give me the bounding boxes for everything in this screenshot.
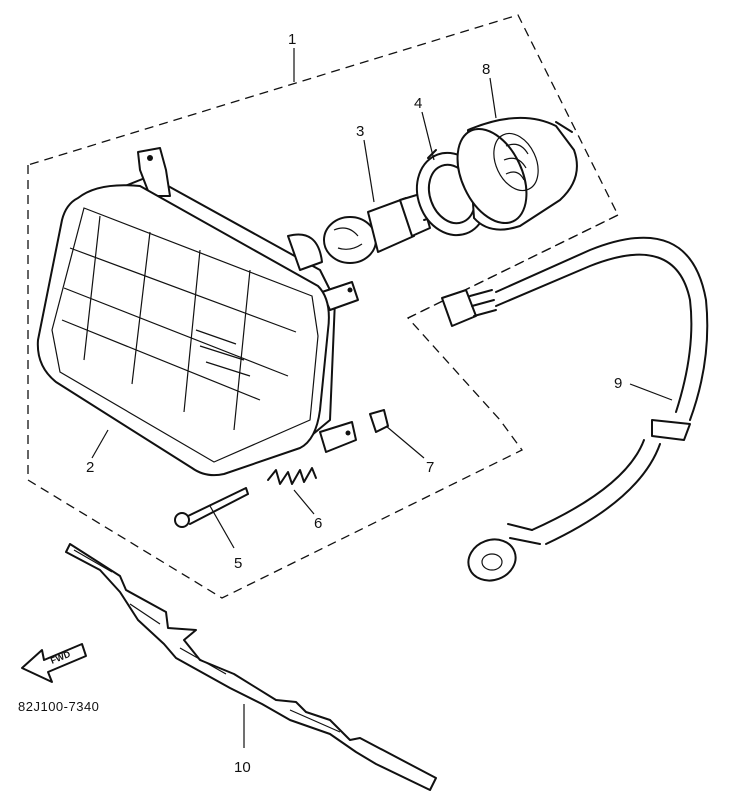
callout-3: 3 (356, 123, 364, 140)
bracket (65, 543, 437, 791)
callout-10: 10 (234, 759, 251, 776)
leader-lines (91, 48, 673, 748)
headlight-unit (36, 147, 359, 477)
callout-4: 4 (414, 95, 422, 112)
callout-9: 9 (614, 375, 622, 392)
callout-1: 1 (288, 31, 296, 48)
wire-harness (441, 236, 709, 582)
part-code: 82J100-7340 (18, 699, 99, 714)
forward-arrow-icon: FWD (21, 643, 87, 683)
callout-5: 8 (482, 61, 490, 78)
callout-6: 5 (234, 555, 242, 572)
callout-2: 2 (86, 459, 94, 476)
callout-8: 7 (426, 459, 434, 476)
callout-7: 6 (314, 515, 322, 532)
adjust-bolt (174, 487, 249, 528)
spring (267, 467, 317, 485)
clip (369, 409, 389, 433)
assembly-boundary (27, 14, 619, 599)
bulb-cover (456, 117, 578, 231)
